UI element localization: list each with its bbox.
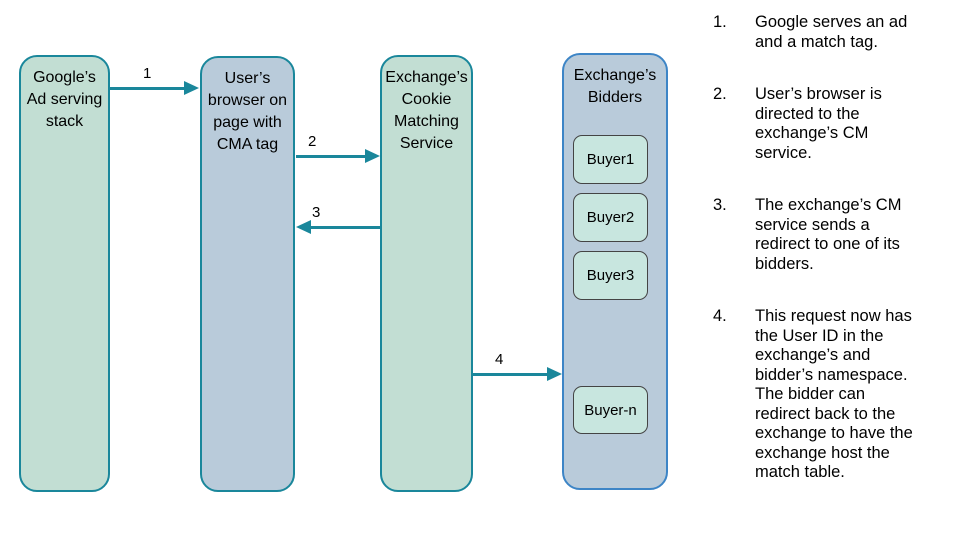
arrowhead-left-icon <box>296 220 311 234</box>
buyer3-label: Buyer3 <box>586 267 635 284</box>
arrow-shaft <box>110 86 186 90</box>
step-2-text: User’s browser is directed to the exchan… <box>755 85 882 162</box>
arrow-step-2-label: 2 <box>308 133 317 150</box>
buyer3-box: Buyer3 <box>573 251 648 300</box>
arrow-shaft <box>473 372 549 376</box>
arrowhead-right-icon <box>184 81 199 95</box>
arrowhead-right-icon <box>365 149 380 163</box>
step-3-text: The exchange’s CM service sends a redire… <box>755 196 902 273</box>
arrow-step-1-label: 1 <box>143 65 152 82</box>
buyer-n-label: Buyer-n <box>584 401 637 419</box>
step-1-number: 1. <box>713 13 727 31</box>
step-2-number: 2. <box>713 85 727 103</box>
arrow-shaft <box>296 154 367 158</box>
lane-cms-title: Exchange’s Cookie Matching Service <box>385 69 468 152</box>
step-4-text: This request now has the User ID in the … <box>755 307 913 481</box>
step-3-number: 3. <box>713 196 727 214</box>
step-4-number: 4. <box>713 307 727 325</box>
lane-cookie-matching-service: Exchange’s Cookie Matching Service <box>380 55 473 492</box>
buyer2-box: Buyer2 <box>573 193 648 242</box>
steps-list: 1. Google serves an ad and a match tag. … <box>713 13 945 516</box>
step-item-3: 3. The exchange’s CM service sends a red… <box>713 196 945 274</box>
lane-google-title: Google’s Ad serving stack <box>26 69 103 130</box>
arrow-shaft <box>309 225 380 229</box>
lane-bidders-title: Exchange’s Bidders <box>573 67 657 106</box>
step-item-4: 4. This request now has the User ID in t… <box>713 307 945 483</box>
buyer1-box: Buyer1 <box>573 135 648 184</box>
buyer1-label: Buyer1 <box>586 151 635 168</box>
buyer2-label: Buyer2 <box>586 209 635 226</box>
arrow-step-4-label: 4 <box>495 351 504 368</box>
lane-browser-title: User’s browser on page with CMA tag <box>207 70 288 153</box>
arrowhead-right-icon <box>547 367 562 381</box>
buyer-n-box: Buyer-n <box>573 386 648 434</box>
step-item-2: 2. User’s browser is directed to the exc… <box>713 85 945 163</box>
lane-google-ad-serving-stack: Google’s Ad serving stack <box>19 55 110 492</box>
step-item-1: 1. Google serves an ad and a match tag. <box>713 13 945 52</box>
step-1-text: Google serves an ad and a match tag. <box>755 13 908 51</box>
lane-users-browser: User’s browser on page with CMA tag <box>200 56 295 492</box>
arrow-step-3-label: 3 <box>312 204 321 221</box>
